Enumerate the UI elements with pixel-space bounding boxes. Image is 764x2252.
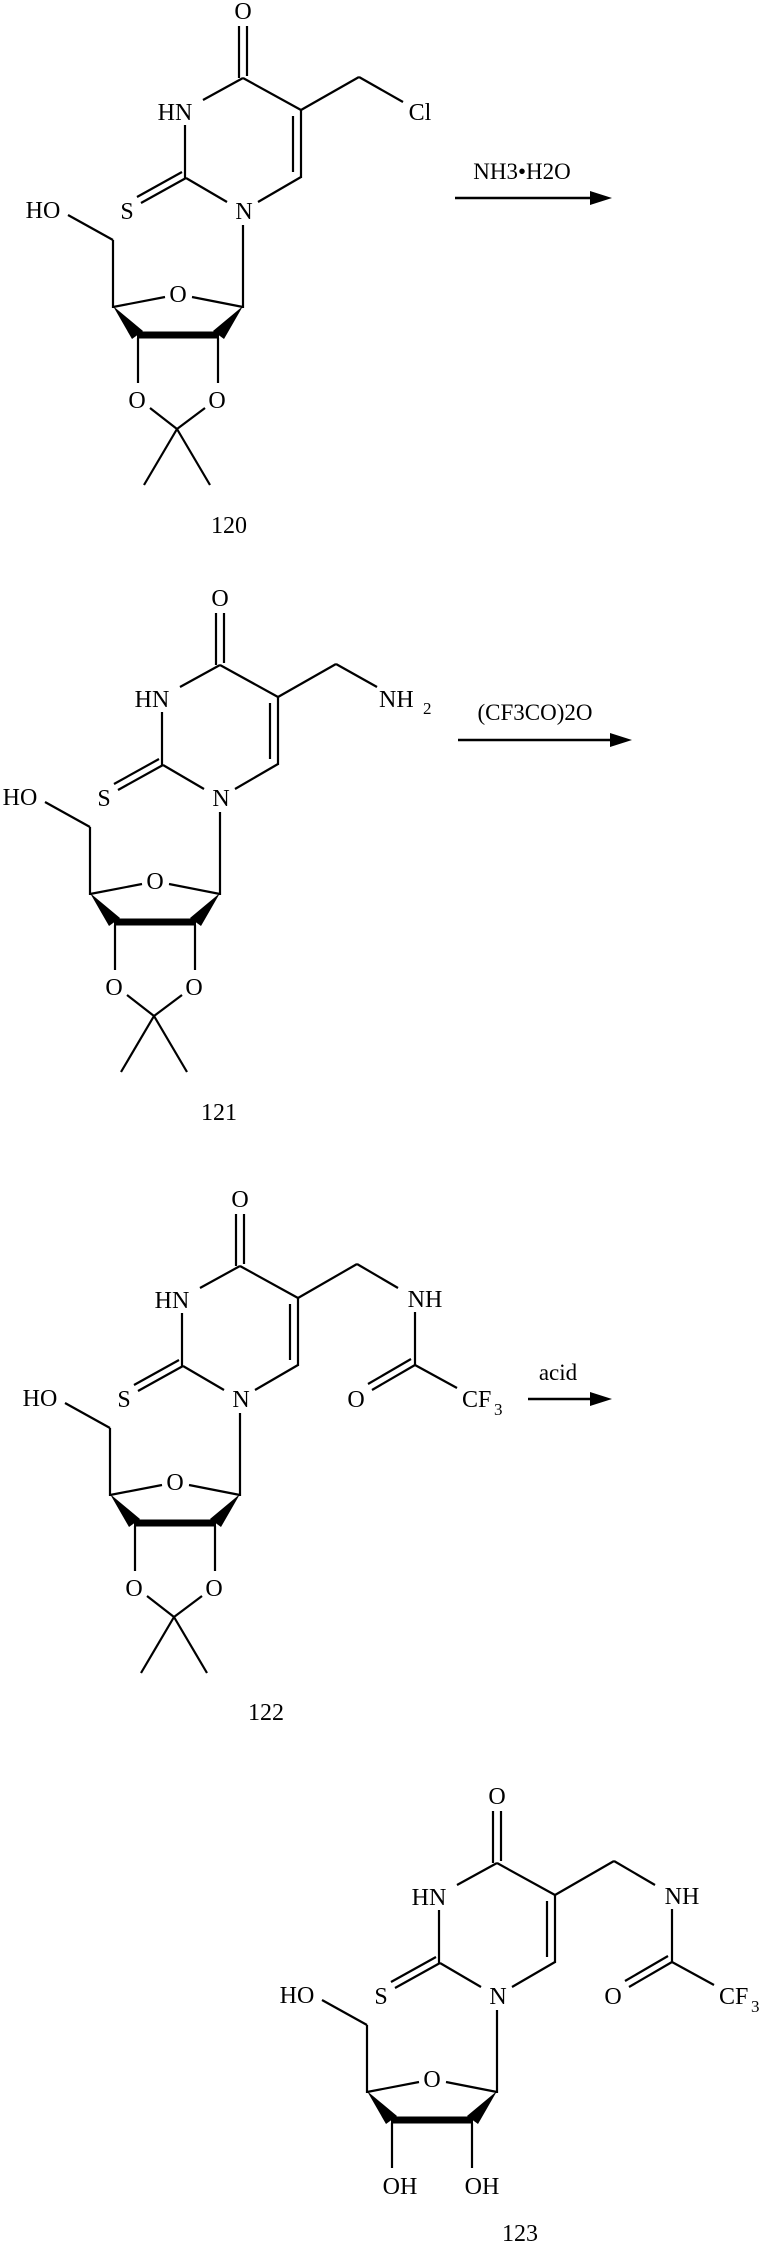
n1-label: N [232, 1387, 249, 1413]
acetal-oxygen-right: O [185, 975, 202, 1001]
svg-text:3: 3 [751, 1997, 760, 2016]
reaction-arrow-2: (CF3CO)2O [458, 700, 632, 747]
reaction-arrow-3: acid [528, 1360, 612, 1406]
arrowhead-icon [590, 1392, 612, 1406]
hydroxyl-label: HO [3, 785, 38, 811]
ring-oxygen-label: O [169, 282, 186, 308]
acetal-oxygen-right: O [205, 1576, 222, 1602]
acetal-oxygen-left: O [105, 975, 122, 1001]
acetal-oxygen-left: O [125, 1576, 142, 1602]
chlorine-label: Cl [409, 100, 432, 126]
ring-oxygen-label: O [423, 2067, 440, 2093]
arrowhead-icon [590, 191, 612, 205]
trifluoromethyl-label: CF 3 [462, 1387, 503, 1419]
reagent-label: acid [539, 1360, 578, 1385]
acetal-oxygen-right: O [208, 388, 225, 414]
compound-number: 121 [201, 1100, 237, 1126]
svg-text:NH: NH [379, 687, 414, 713]
svg-text:2: 2 [423, 699, 432, 718]
ring-oxygen-label: O [146, 869, 163, 895]
sulfur-label: S [120, 199, 133, 225]
compound-123: O HN NH S N O CF 3 HO O OH OH 123 [280, 1784, 760, 2247]
hydroxyl-label: HO [26, 198, 61, 224]
reagent-label: NH3•H2O [473, 159, 571, 184]
hydroxyl-label-2prime: OH [465, 2174, 500, 2200]
hn-label: HN [155, 1288, 190, 1314]
hn-label: HN [158, 100, 193, 126]
arrowhead-icon [610, 733, 632, 747]
sulfur-label: S [117, 1387, 130, 1413]
amide-nh-label: NH [408, 1287, 443, 1313]
carbonyl-oxygen-label: O [231, 1187, 248, 1213]
compound-number: 122 [248, 1700, 284, 1726]
hydroxyl-label: HO [23, 1386, 58, 1412]
carbonyl-oxygen-label: O [234, 0, 251, 25]
ring-oxygen-label: O [166, 1470, 183, 1496]
reagent-label: (CF3CO)2O [477, 700, 592, 725]
compound-120: O HN Cl S N HO O O O 120 [26, 0, 432, 539]
n1-label: N [489, 1984, 506, 2010]
hydroxyl-label: HO [280, 1983, 315, 2009]
hn-label: HN [135, 687, 170, 713]
n1-label: N [212, 786, 229, 812]
compound-number: 120 [211, 513, 247, 539]
hydroxyl-label-3prime: OH [383, 2174, 418, 2200]
svg-text:CF: CF [462, 1387, 491, 1413]
hn-label: HN [412, 1885, 447, 1911]
trifluoromethyl-label: CF 3 [719, 1984, 760, 2016]
carbonyl-oxygen-label: O [211, 586, 228, 612]
svg-text:CF: CF [719, 1984, 748, 2010]
reaction-arrow-1: NH3•H2O [455, 159, 612, 205]
amide-oxygen-label: O [347, 1387, 364, 1413]
amide-oxygen-label: O [604, 1984, 621, 2010]
compound-121: O HN NH 2 S N HO O O O 121 [3, 586, 432, 1126]
sulfur-label: S [374, 1984, 387, 2010]
sulfur-label: S [97, 786, 110, 812]
amine-label: NH 2 [379, 687, 432, 718]
amide-nh-label: NH [665, 1884, 700, 1910]
n1-label: N [235, 199, 252, 225]
compound-122: O HN NH S N O CF 3 HO O O O 122 [23, 1187, 503, 1726]
svg-text:3: 3 [494, 1400, 503, 1419]
compound-number: 123 [502, 2221, 538, 2247]
carbonyl-oxygen-label: O [488, 1784, 505, 1810]
acetal-oxygen-left: O [128, 388, 145, 414]
